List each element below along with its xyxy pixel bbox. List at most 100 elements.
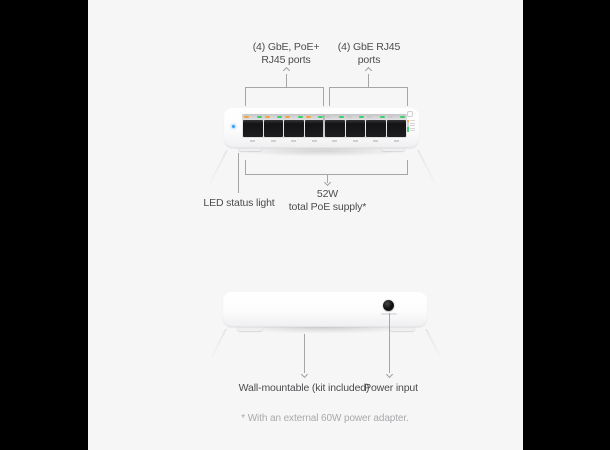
port-number-mark xyxy=(291,140,297,142)
callout-line-power-input xyxy=(389,313,390,373)
port-number-cell xyxy=(366,140,386,142)
rj45-jack xyxy=(263,119,283,137)
rj45-port xyxy=(284,115,304,137)
port-led-row xyxy=(325,115,345,119)
callout-wall-mount: Wall-mountable (kit included) xyxy=(238,382,370,394)
footnote: * With an external 60W power adapter. xyxy=(241,413,409,424)
port-led-right xyxy=(400,115,405,119)
callout-poe-supply: 52W total PoE supply* xyxy=(277,188,378,213)
legend-text-mark xyxy=(410,120,415,122)
port-number-cell xyxy=(284,140,304,142)
rj45-port xyxy=(386,115,407,137)
legend-text-mark xyxy=(410,125,415,127)
callout-gbe-ports-line2: ports xyxy=(357,53,381,66)
rj45-port xyxy=(325,115,345,137)
legend-row xyxy=(406,122,415,125)
port-led-right xyxy=(256,115,262,119)
port-number-cell xyxy=(264,140,284,142)
rear-foot-right xyxy=(389,324,415,331)
front-foot-left xyxy=(238,145,262,151)
rj45-port xyxy=(304,115,325,137)
port-led-right xyxy=(359,115,364,119)
switch-front-device xyxy=(224,108,419,148)
legend-row xyxy=(406,127,415,130)
port-led-row xyxy=(305,115,325,119)
port-number-mark xyxy=(332,140,338,142)
callout-line-poe-supply xyxy=(327,175,328,183)
port-strip xyxy=(242,114,407,138)
rj45-jack xyxy=(304,119,324,137)
port-led-left xyxy=(244,115,249,119)
white-backdrop xyxy=(88,0,523,450)
port-led-row xyxy=(346,115,366,119)
callout-line-wall-mount xyxy=(304,334,305,373)
callout-line-led-status xyxy=(238,153,239,193)
rj45-jack xyxy=(284,119,304,137)
status-led xyxy=(232,125,235,128)
port-number-cell xyxy=(305,140,325,142)
callout-poe-supply-line1: 52W xyxy=(316,188,339,200)
port-number-cell xyxy=(346,140,366,142)
port-led-right xyxy=(318,115,323,119)
port-led-left xyxy=(305,115,311,119)
arrow-up-icon xyxy=(282,66,291,75)
ports-row xyxy=(243,115,406,137)
front-foot-right xyxy=(381,145,405,151)
port-number-mark xyxy=(373,140,379,142)
port-led-left xyxy=(367,115,372,119)
port-led-right xyxy=(379,115,385,119)
callout-line-gbe-group xyxy=(368,74,369,87)
arrow-down-icon xyxy=(385,370,394,379)
port-led-left xyxy=(326,115,331,119)
port-led-right xyxy=(277,115,282,119)
port-number-cell xyxy=(387,140,407,142)
port-number-cell xyxy=(243,140,263,142)
callout-gbe-ports-line1: (4) GbE RJ45 xyxy=(337,41,401,53)
legend-color-dot xyxy=(406,119,409,122)
legend-color-dot xyxy=(406,124,409,127)
port-led-row xyxy=(264,115,284,119)
callout-poe-ports: (4) GbE, PoE+ RJ45 ports xyxy=(236,41,336,66)
port-led-row xyxy=(366,115,386,119)
legend-color-dot xyxy=(406,129,409,132)
port-number-mark xyxy=(352,140,358,142)
callout-poe-supply-line2: total PoE supply* xyxy=(288,200,367,213)
port-group-divider xyxy=(323,115,325,137)
arrow-down-icon xyxy=(300,370,309,379)
callout-line-poe-group xyxy=(286,74,287,87)
legend-row xyxy=(406,124,415,127)
arrow-up-icon xyxy=(364,66,373,75)
rear-foot-left xyxy=(237,324,263,331)
rj45-port xyxy=(243,115,263,137)
callout-poe-ports-line2: RJ45 ports xyxy=(261,53,311,66)
callout-poe-ports-line1: (4) GbE, PoE+ xyxy=(252,41,320,53)
bracket-gbe-group xyxy=(329,87,408,106)
rj45-jack xyxy=(366,119,386,137)
rj45-jack xyxy=(386,119,406,137)
port-led-right xyxy=(338,115,344,119)
led-legend xyxy=(406,111,415,132)
legend-color-dot xyxy=(406,127,409,130)
port-led-left xyxy=(346,115,352,119)
port-number-mark xyxy=(393,140,399,142)
rj45-jack xyxy=(325,119,345,137)
port-number-mark xyxy=(270,140,276,142)
legend-row xyxy=(406,119,415,122)
rj45-port xyxy=(263,115,284,137)
callout-power-input: Power input xyxy=(364,382,418,394)
rj45-port xyxy=(366,115,386,137)
legend-text-mark xyxy=(410,122,415,124)
port-led-row xyxy=(243,115,263,119)
port-led-right xyxy=(297,115,303,119)
legend-rows xyxy=(406,119,415,132)
rj45-jack xyxy=(345,119,365,137)
callout-led-status: LED status light xyxy=(203,197,275,209)
bracket-poe-group xyxy=(245,87,324,106)
port-number-mark xyxy=(250,140,256,142)
switch-rear-device xyxy=(223,292,427,327)
arrow-down-icon xyxy=(323,178,332,187)
port-led-row xyxy=(387,115,407,119)
legend-text-mark xyxy=(410,130,415,132)
